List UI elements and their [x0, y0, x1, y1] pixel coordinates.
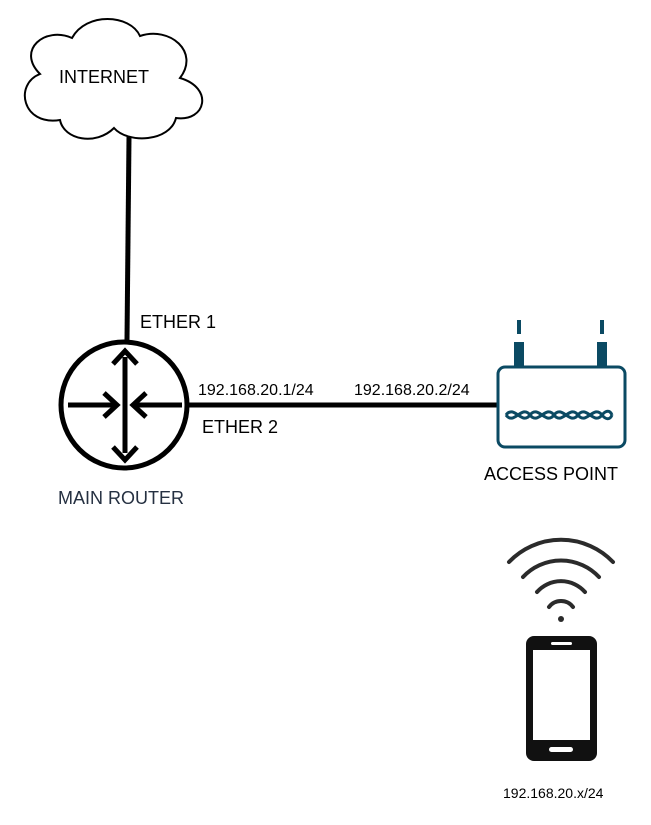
phone-ip-label: 192.168.20.x/24	[503, 785, 604, 801]
ether1-port-label: ETHER 1	[140, 312, 217, 332]
main-router-label: MAIN ROUTER	[58, 488, 184, 508]
access-point-icon	[496, 320, 627, 449]
router-icon	[58, 339, 190, 471]
smartphone-icon	[526, 636, 597, 761]
uplink-connection	[124, 136, 132, 341]
wifi-icon	[507, 537, 615, 622]
access-point-label: ACCESS POINT	[484, 464, 619, 484]
internet-label: INTERNET	[59, 67, 149, 87]
router-ip-label: 192.168.20.1/24	[198, 382, 314, 399]
cloud-icon	[23, 18, 204, 140]
access-point-ip-label: 192.168.20.2/24	[354, 382, 470, 399]
ether2-port-label: ETHER 2	[202, 417, 279, 437]
